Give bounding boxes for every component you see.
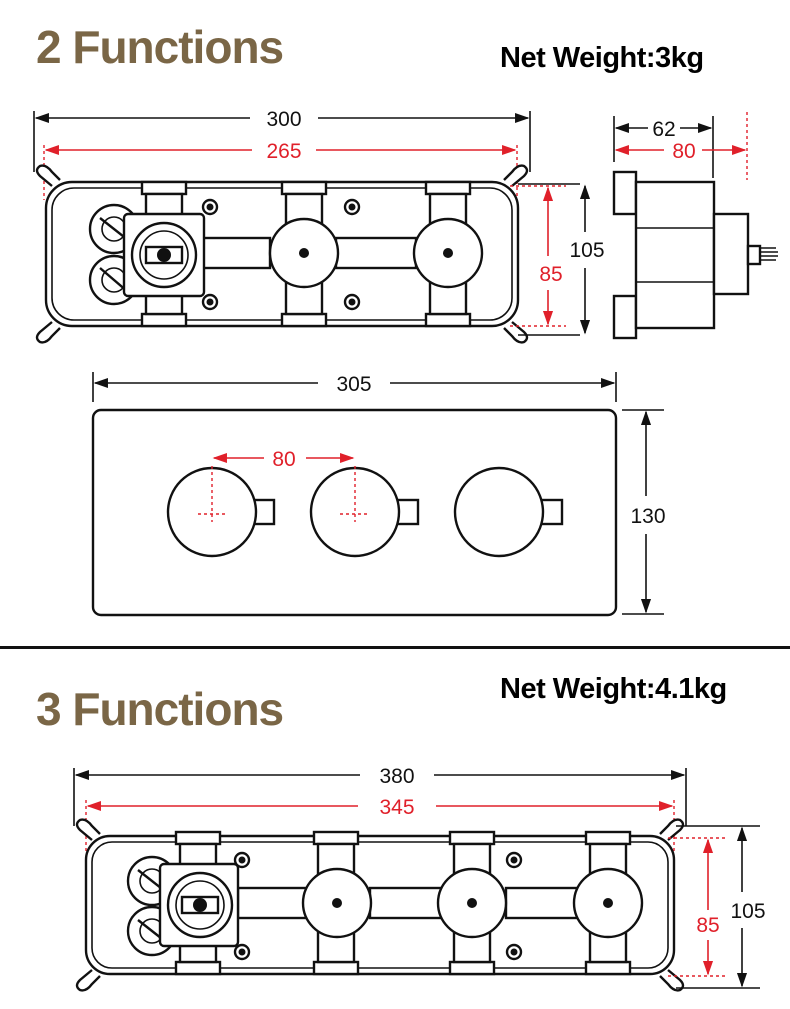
valve-column-3 [424, 180, 472, 328]
thermostat-cartridge [88, 203, 206, 306]
section2-title: 3 Functions [36, 683, 284, 735]
faceplate-knob-1 [166, 466, 276, 558]
dim-height-3f: 105 [730, 900, 765, 923]
section1-faceplate: 305 130 80 [91, 372, 666, 617]
faceplate-knob-3 [453, 466, 564, 558]
section1-side-view: 62 80 [612, 112, 778, 340]
dim-mount-width-2f: 265 [266, 140, 301, 163]
section1-net-weight: Net Weight:3kg [500, 42, 704, 74]
section1-title: 2 Functions [36, 21, 284, 73]
dim-overall-width-2f: 300 [266, 108, 301, 131]
section2-top-view: 380 345 [73, 765, 766, 992]
dim-knob-spacing: 80 [272, 448, 295, 471]
dim-plate-height: 130 [630, 505, 665, 528]
section2-net-weight: Net Weight:4.1kg [500, 673, 727, 705]
section-divider [0, 646, 790, 649]
thermostat-cartridge-3f [126, 855, 240, 957]
dim-overall-width-3f: 380 [379, 765, 414, 788]
dim-height-2f: 105 [569, 239, 604, 262]
dim-mount-height-2f: 85 [539, 263, 562, 286]
section1-top-view: 300 265 [33, 108, 605, 344]
dim-plate-width: 305 [336, 373, 371, 396]
dim-mount-height-3f: 85 [696, 914, 719, 937]
dim-side-depth-mount: 80 [672, 140, 695, 163]
dim-side-depth: 62 [652, 118, 675, 141]
dim-mount-width-3f: 345 [379, 796, 414, 819]
faceplate-knob-2 [309, 466, 420, 558]
